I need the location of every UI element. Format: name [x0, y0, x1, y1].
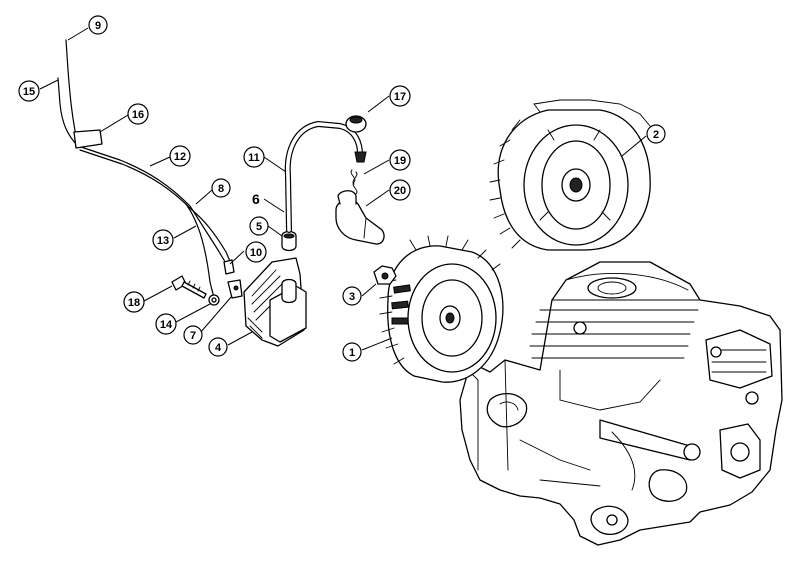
callout-12: 12	[169, 145, 191, 167]
label-6: 6	[252, 191, 260, 207]
svg-text:7: 7	[190, 330, 196, 342]
part-13-ground-wire	[185, 203, 215, 299]
callout-18: 18	[123, 291, 145, 313]
callout-4: 4	[208, 337, 228, 357]
callout-19: 19	[389, 149, 411, 171]
part-17-grommet	[345, 115, 367, 133]
part-7-terminal	[227, 279, 243, 299]
callout-8: 8	[211, 178, 231, 198]
svg-text:10: 10	[250, 247, 262, 259]
callout-3: 3	[342, 286, 362, 306]
part-16-clip	[73, 129, 103, 149]
svg-text:9: 9	[95, 20, 101, 32]
svg-text:12: 12	[174, 151, 186, 163]
svg-text:4: 4	[215, 342, 222, 354]
callout-20: 20	[389, 179, 411, 201]
svg-text:15: 15	[23, 86, 35, 98]
svg-text:16: 16	[132, 109, 144, 121]
part-1-flywheel	[379, 235, 504, 383]
engine-crankcase	[459, 261, 783, 546]
callout-1: 1	[342, 342, 362, 362]
callout-15: 15	[18, 80, 40, 102]
svg-text:8: 8	[218, 183, 224, 195]
part-19-spring	[350, 169, 358, 195]
part-18-screw	[171, 275, 207, 299]
callout-13: 13	[152, 229, 174, 251]
part-2-starter-wheel	[489, 99, 651, 251]
callout-5: 5	[249, 216, 269, 236]
svg-text:17: 17	[394, 91, 406, 103]
svg-text:3: 3	[349, 291, 355, 303]
svg-text:2: 2	[653, 129, 659, 141]
part-8-contact-wire	[191, 209, 233, 267]
part-9-wire-end	[65, 39, 79, 147]
svg-text:13: 13	[157, 235, 169, 247]
part-3-nut	[373, 265, 397, 285]
svg-text:11: 11	[248, 152, 260, 164]
callout-14: 14	[155, 313, 177, 335]
svg-text:14: 14	[160, 319, 173, 331]
callout-11: 11	[243, 146, 265, 168]
callout-2: 2	[646, 124, 666, 144]
part-10-terminal	[223, 259, 235, 275]
callout-10: 10	[245, 241, 267, 263]
callout-7: 7	[183, 325, 203, 345]
part-12-short-circuit-wire	[77, 145, 231, 271]
svg-text:1: 1	[349, 347, 355, 359]
svg-text:18: 18	[128, 297, 140, 309]
part-14-eyelet	[208, 294, 220, 306]
callout-16: 16	[127, 103, 149, 125]
callout-9: 9	[88, 15, 108, 35]
svg-text:5: 5	[256, 221, 262, 233]
svg-text:20: 20	[394, 185, 406, 197]
part-11-ignition-lead	[284, 120, 367, 233]
part-5-sleeve	[281, 230, 297, 252]
part-4-ignition-module	[243, 257, 307, 347]
svg-text:19: 19	[394, 155, 406, 167]
callout-17: 17	[389, 85, 411, 107]
leader-lines	[39, 27, 647, 351]
part-20-plug-boot	[335, 190, 385, 245]
